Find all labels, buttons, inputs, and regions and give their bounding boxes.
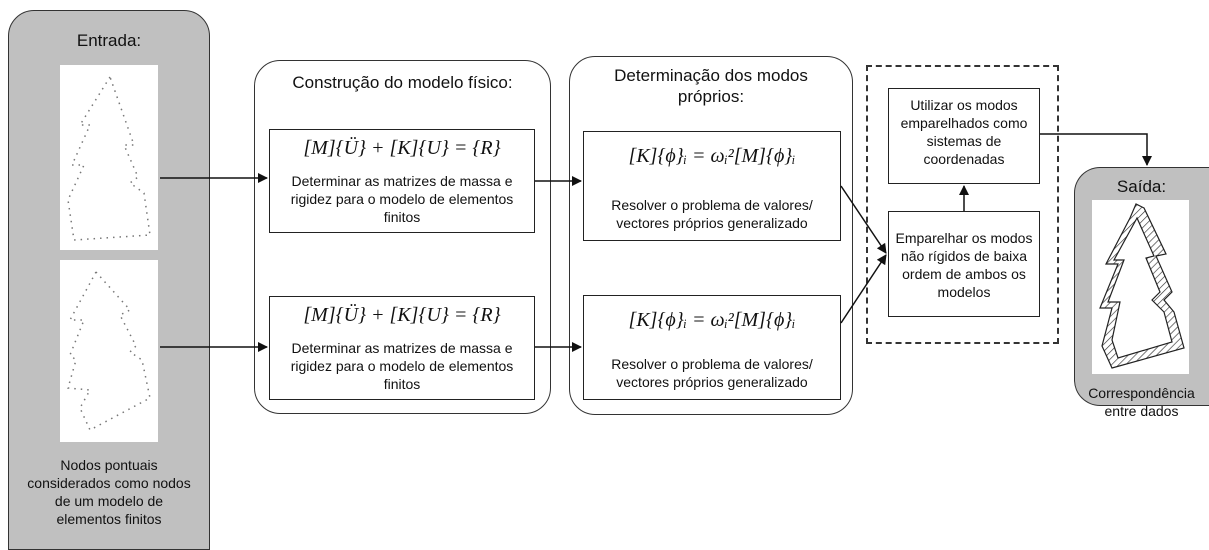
physics-description-bottom: Determinar as matrizes de massa e rigide… [290, 340, 514, 392]
physics-box-top [269, 129, 535, 233]
input-caption: Nodos pontuais considerados como nodos d… [27, 457, 191, 527]
pair-modes-text: Emparelhar os modos não rígidos de baixa… [895, 230, 1033, 300]
modes-box-bottom [583, 295, 841, 400]
output-caption: Correspondência entre dados [1088, 385, 1195, 419]
physics-equation-bottom: [M]{Ü} + [K]{U} = {R} [303, 304, 501, 326]
input-tree-image-bottom [60, 260, 158, 442]
input-title: Entrada: [76, 31, 142, 50]
modes-description-top: Resolver o problema de valores/ vectores… [611, 197, 813, 231]
use-modes-box [888, 88, 1040, 184]
physics-description-top: Determinar as matrizes de massa e rigide… [290, 173, 514, 225]
pair-modes-box [888, 211, 1040, 317]
use-modes-text: Utilizar os modos emparelhados como sist… [900, 97, 1028, 167]
physics-equation-top: [M]{Ü} + [K]{U} = {R} [303, 137, 501, 159]
modes-equation-top: [K]{ϕ}ᵢ = ωᵢ²[M]{ϕ}ᵢ [628, 145, 796, 167]
matching-group [866, 65, 1059, 344]
physics-title: Construção do modelo físico: [292, 73, 513, 92]
modes-description-bottom: Resolver o problema de valores/ vectores… [611, 356, 813, 390]
output-tree-image [1092, 200, 1189, 374]
modes-box-top [583, 131, 841, 241]
modes-equation-bottom: [K]{ϕ}ᵢ = ωᵢ²[M]{ϕ}ᵢ [628, 309, 796, 331]
modes-title: Determinação dos modos próprios: [614, 66, 808, 106]
output-title: Saída: [1116, 177, 1167, 196]
physics-box-bottom [269, 296, 535, 400]
input-tree-image-top [60, 65, 158, 250]
